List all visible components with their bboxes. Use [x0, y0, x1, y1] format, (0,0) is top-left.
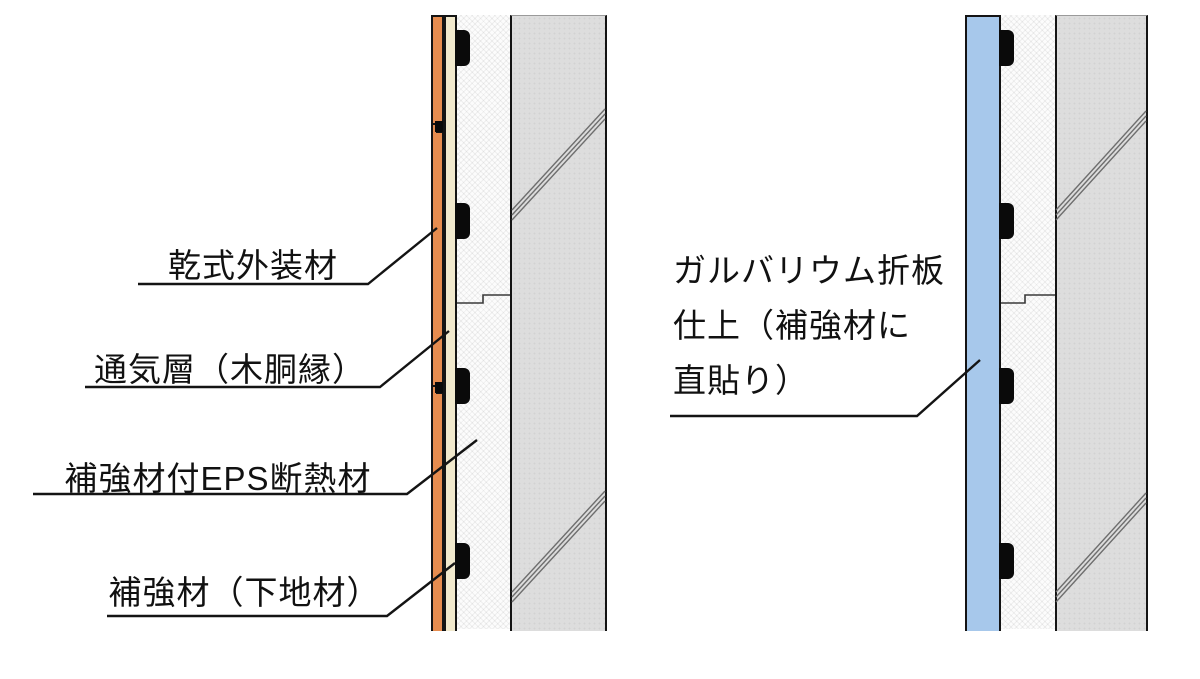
label-eps-insulation: 補強材付EPS断熱材 — [64, 460, 372, 497]
fastener-block — [999, 368, 1014, 404]
concrete-wall — [510, 15, 607, 631]
label-galvalume-finish: ガルバリウム折板 仕上（補強材に 直貼り） — [673, 243, 963, 408]
fastener-block — [999, 30, 1014, 66]
label-reinforcement: 補強材（下地材） — [108, 574, 381, 611]
fastener-block — [455, 543, 470, 579]
fastener-block — [999, 203, 1014, 239]
dry-cladding-strip — [431, 15, 444, 631]
fastener-block — [455, 30, 470, 66]
label-air-layer: 通気層（木胴縁） — [94, 351, 366, 388]
label-galvalume-line1: ガルバリウム折板 — [673, 252, 945, 289]
galvalume-sheet-strip — [965, 15, 1001, 631]
fastener-block — [455, 368, 470, 404]
concrete-wall — [1055, 15, 1148, 631]
fastener-block — [455, 203, 470, 239]
label-galvalume-line2: 仕上（補強材に — [673, 307, 911, 344]
label-galvalume-line3: 直貼り） — [673, 362, 809, 399]
label-dry-cladding: 乾式外装材 — [168, 247, 338, 284]
fastener-block — [999, 543, 1014, 579]
air-layer-furring-strip — [444, 15, 457, 631]
eps-insulation-layer — [457, 15, 510, 629]
eps-insulation-layer — [1001, 15, 1055, 629]
